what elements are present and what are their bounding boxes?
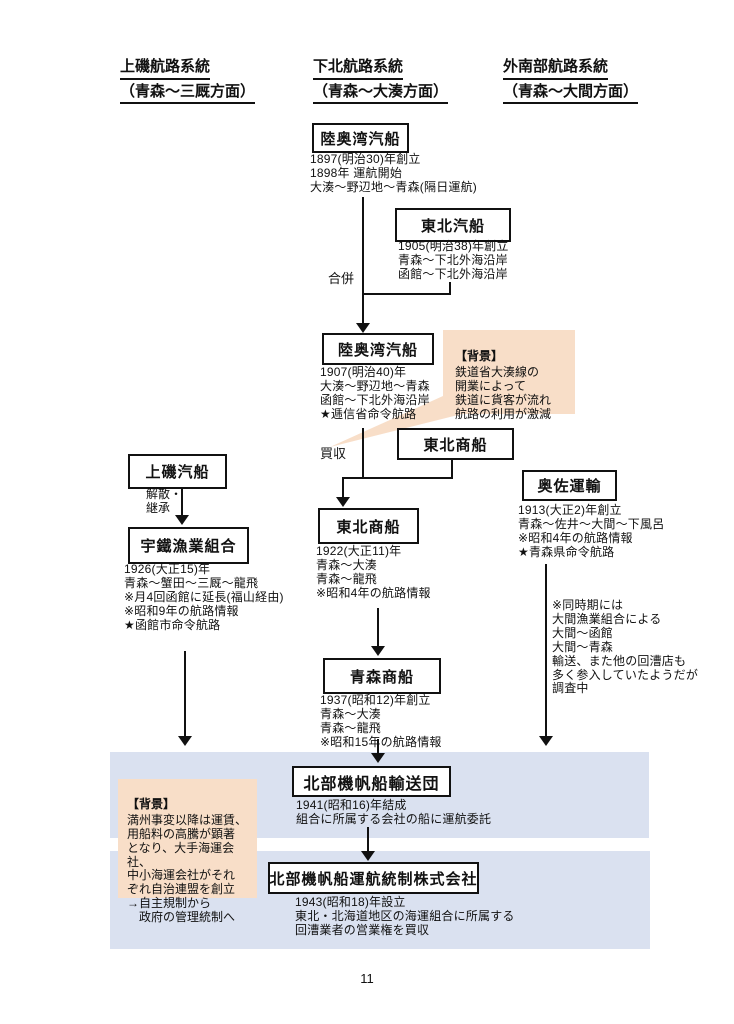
details-hokubu-yusodan: 1941(昭和16)年結成 組合に所属する会社の船に運航委託 bbox=[296, 798, 492, 826]
column-header-title: 上磯航路系統 bbox=[120, 57, 211, 80]
node-hokubu-tosei-kaisha: 北部機帆船運航統制株式会社 bbox=[268, 862, 479, 894]
page-number: 11 bbox=[360, 971, 374, 986]
column-header-title: 外南部航路系統 bbox=[503, 57, 609, 80]
details-mutsuwan-kisen-1907: 1907(明治40)年 大湊～野辺地～青森 函館～下北外海沿岸 ★逓信省命令航路 bbox=[320, 365, 430, 421]
node-tohoku-kisen: 東北汽船 bbox=[395, 208, 511, 242]
column-header-sotonanbu: 外南部航路系統 （青森～大間方面） bbox=[503, 57, 639, 106]
manshu-callout-box bbox=[118, 779, 257, 898]
column-header-kamiiso: 上磯航路系統 （青森～三厩方面） bbox=[120, 57, 256, 106]
node-utetsu-gyogyo-kumiai: 宇鐵漁業組合 bbox=[128, 527, 249, 564]
details-aomori-shosen: 1937(昭和12)年創立 青森～大湊 青森～龍飛 ※昭和15年の航路情報 bbox=[320, 693, 442, 749]
node-mutsuwan-kisen-1897: 陸奥湾汽船 bbox=[312, 123, 409, 153]
column-header-subtitle: （青森～大間方面） bbox=[503, 82, 639, 104]
details-utetsu-gyogyo-kumiai: 1926(大正15)年 青森～蟹田～三厩～龍飛 ※月4回函館に延長(福山経由) … bbox=[124, 562, 284, 632]
node-okusa-unyu: 奥佐運輸 bbox=[522, 470, 617, 501]
details-tohoku-kisen: 1905(明治38)年創立 青森～下北外海沿岸 函館～下北外海沿岸 bbox=[398, 239, 509, 281]
column-header-shimokita: 下北航路系統 （青森～大湊方面） bbox=[313, 57, 449, 106]
edge-label-dissolve-succeed: 解散・ 継承 bbox=[146, 487, 183, 515]
details-mutsuwan-kisen-1897: 1897(明治30)年創立 1898年 運航開始 大湊～野辺地～青森(隔日運航) bbox=[310, 152, 477, 194]
node-mutsuwan-kisen-1907: 陸奥湾汽船 bbox=[322, 333, 434, 365]
note-oma-fishery: ※同時期には 大間漁業組合による 大間～函館 大間～青森 輸送、また他の回漕店も… bbox=[552, 598, 699, 696]
railway-callout-heading: 【背景】 bbox=[455, 348, 504, 363]
node-hokubu-yusodan: 北部機帆船輸送団 bbox=[292, 766, 451, 797]
manshu-callout-body: 満州事変以降は運賃、 用船料の高騰が顕著 となり、大手海運会社、 中小海運会社が… bbox=[127, 812, 248, 925]
details-okusa-unyu: 1913(大正2)年創立 青森～佐井～大間～下風呂 ※昭和4年の航路情報 ★青森… bbox=[518, 503, 665, 559]
details-tohoku-shosen-1922: 1922(大正11)年 青森～大湊 青森～龍飛 ※昭和4年の航路情報 bbox=[316, 544, 431, 600]
edge-label-merger: 合併 bbox=[328, 271, 355, 286]
railway-callout-text: 【背景】鉄道省大湊線の 開業によって 鉄道に貨客が流れ 航路の利用が激減 bbox=[455, 336, 570, 421]
edge-label-buyout: 買収 bbox=[320, 446, 347, 461]
column-header-title: 下北航路系統 bbox=[313, 57, 404, 80]
node-tohoku-shosen-upper: 東北商船 bbox=[397, 428, 514, 460]
node-tohoku-shosen-1922: 東北商船 bbox=[318, 508, 419, 544]
railway-callout-body: 鉄道省大湊線の 開業によって 鉄道に貨客が流れ 航路の利用が激減 bbox=[455, 364, 552, 421]
column-header-subtitle: （青森～大湊方面） bbox=[313, 82, 449, 104]
node-kamiiso-kisen: 上磯汽船 bbox=[128, 454, 227, 489]
details-hokubu-tosei-kaisha: 1943(昭和18)年設立 東北・北海道地区の海運組合に所属する 回漕業者の営業… bbox=[295, 895, 515, 937]
column-header-subtitle: （青森～三厩方面） bbox=[120, 82, 256, 104]
node-aomori-shosen: 青森商船 bbox=[323, 658, 441, 694]
manshu-callout-text: 【背景】満州事変以降は運賃、 用船料の高騰が顕著 となり、大手海運会社、 中小海… bbox=[127, 784, 253, 925]
manshu-callout-heading: 【背景】 bbox=[127, 796, 176, 811]
